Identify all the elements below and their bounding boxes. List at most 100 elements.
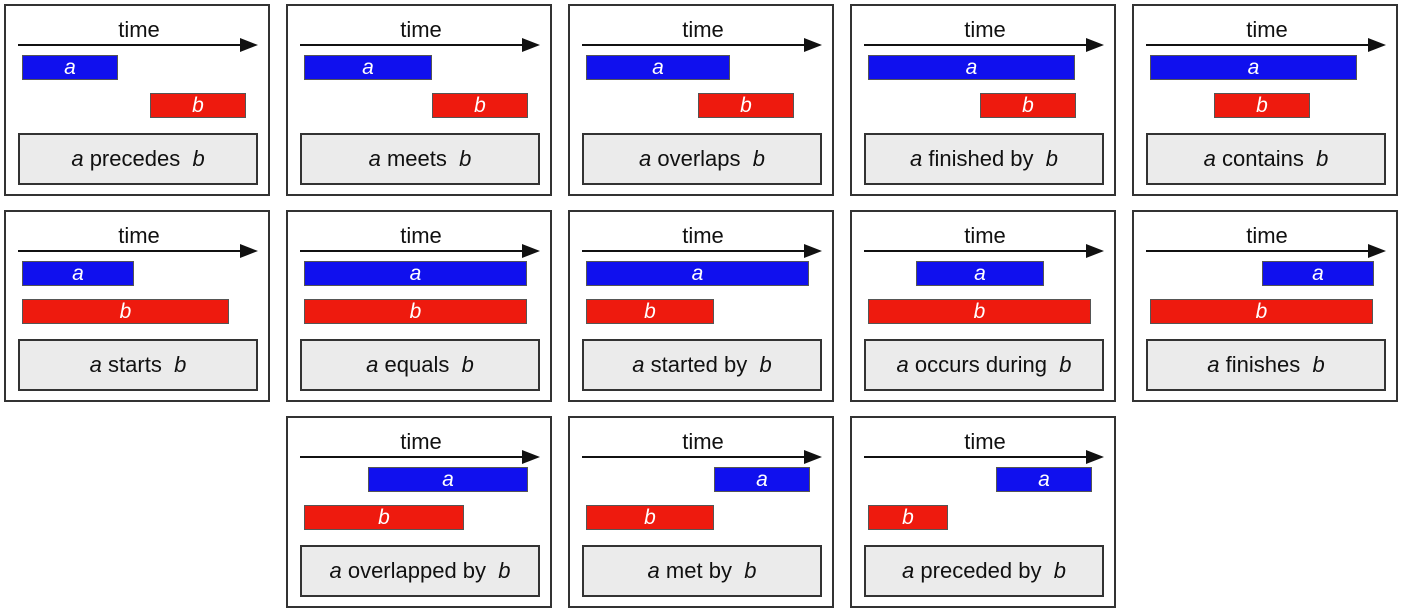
time-axis-line	[582, 250, 806, 252]
arrow-right-icon	[1086, 38, 1104, 52]
caption-a-label: a	[89, 352, 102, 377]
interval-b-bar: b	[150, 93, 246, 118]
caption-a-label: a	[366, 352, 379, 377]
interval-b-bar: b	[980, 93, 1076, 118]
time-axis-label: time	[400, 17, 442, 42]
arrow-right-icon	[522, 38, 540, 52]
caption-a-label: a	[368, 146, 381, 171]
caption-a-label: a	[896, 352, 909, 377]
caption-a-label: a	[71, 146, 84, 171]
arrow-right-icon	[1368, 38, 1386, 52]
caption-a-label: a	[632, 352, 645, 377]
caption-a-label: a	[638, 146, 652, 171]
caption-a-label: a	[647, 558, 660, 583]
relation-caption: a started by b	[582, 339, 822, 391]
time-axis-line	[18, 44, 242, 46]
relation-panel-preceded-by: time a b a preceded by b	[850, 416, 1116, 608]
caption-b-label: b	[759, 352, 772, 377]
caption-a-label: a	[909, 146, 923, 171]
relation-name: overlapped by	[347, 558, 487, 583]
time-axis-line	[300, 456, 524, 458]
interval-a-bar: a	[368, 467, 528, 492]
time-axis-label: time	[118, 223, 160, 248]
interval-a-bar: a	[586, 261, 809, 286]
relation-caption: a overlapped by b	[300, 545, 540, 597]
relation-caption: a met by b	[582, 545, 822, 597]
caption-b-label: b	[1045, 146, 1059, 171]
interval-a-bar: a	[996, 467, 1092, 492]
interval-a-bar: a	[304, 55, 432, 80]
relation-name: finished by	[928, 146, 1034, 171]
relation-caption: a preceded by b	[864, 545, 1104, 597]
interval-a-bar: a	[916, 261, 1044, 286]
interval-a-bar: a	[1262, 261, 1374, 286]
time-axis-label: time	[400, 429, 442, 454]
interval-b-bar: b	[1214, 93, 1310, 118]
time-axis-label: time	[964, 429, 1006, 454]
relation-caption: a contains b	[1146, 133, 1386, 185]
caption-b-label: b	[461, 352, 474, 377]
interval-a-bar: a	[304, 261, 527, 286]
relation-caption: a precedes b	[18, 133, 258, 185]
caption-b-label: b	[174, 352, 187, 377]
relation-name: met by	[665, 558, 732, 583]
time-axis-label: time	[118, 17, 160, 42]
arrow-right-icon	[522, 450, 540, 464]
time-axis-line	[1146, 44, 1370, 46]
relation-name: meets	[386, 146, 447, 171]
time-axis-label: time	[964, 17, 1006, 42]
arrow-right-icon	[1368, 244, 1386, 258]
relation-panel-precedes: time a b a precedes b	[4, 4, 270, 196]
caption-b-label: b	[1312, 352, 1325, 377]
caption-b-label: b	[459, 146, 472, 171]
relation-caption: a starts b	[18, 339, 258, 391]
time-axis-label: time	[682, 17, 724, 42]
time-axis-line	[18, 250, 242, 252]
interval-a-bar: a	[22, 261, 134, 286]
relation-name: starts	[108, 352, 162, 377]
relation-name: started by	[650, 352, 748, 377]
caption-a-label: a	[902, 558, 915, 583]
time-axis-line	[300, 250, 524, 252]
interval-b-bar: b	[586, 505, 714, 530]
caption-a-label: a	[1207, 352, 1220, 377]
arrow-right-icon	[1086, 450, 1104, 464]
interval-b-bar: b	[868, 505, 948, 530]
interval-b-bar: b	[586, 299, 714, 324]
time-axis-line	[1146, 250, 1370, 252]
arrow-right-icon	[240, 38, 258, 52]
time-axis-line	[864, 456, 1088, 458]
relation-caption: a overlaps b	[582, 133, 822, 185]
relation-name: contains	[1221, 146, 1304, 171]
interval-b-bar: b	[698, 93, 794, 118]
interval-b-bar: b	[868, 299, 1091, 324]
caption-a-label: a	[1203, 146, 1216, 171]
arrow-right-icon	[804, 244, 822, 258]
time-axis-line	[300, 44, 524, 46]
time-axis-label: time	[1246, 223, 1288, 248]
caption-b-label: b	[1316, 146, 1329, 171]
relation-name: finishes	[1225, 352, 1301, 377]
caption-b-label: b	[744, 558, 757, 583]
interval-b-bar: b	[1150, 299, 1373, 324]
relation-caption: a meets b	[300, 133, 540, 185]
arrow-right-icon	[804, 38, 822, 52]
interval-b-bar: b	[432, 93, 528, 118]
relation-caption: a equals b	[300, 339, 540, 391]
time-axis-label: time	[964, 223, 1006, 248]
interval-a-bar: a	[868, 55, 1075, 80]
interval-a-bar: a	[586, 55, 730, 80]
arrow-right-icon	[522, 244, 540, 258]
time-axis-line	[582, 44, 806, 46]
relation-name: precedes	[89, 146, 181, 171]
arrow-right-icon	[804, 450, 822, 464]
interval-b-bar: b	[304, 299, 527, 324]
time-axis-label: time	[682, 429, 724, 454]
